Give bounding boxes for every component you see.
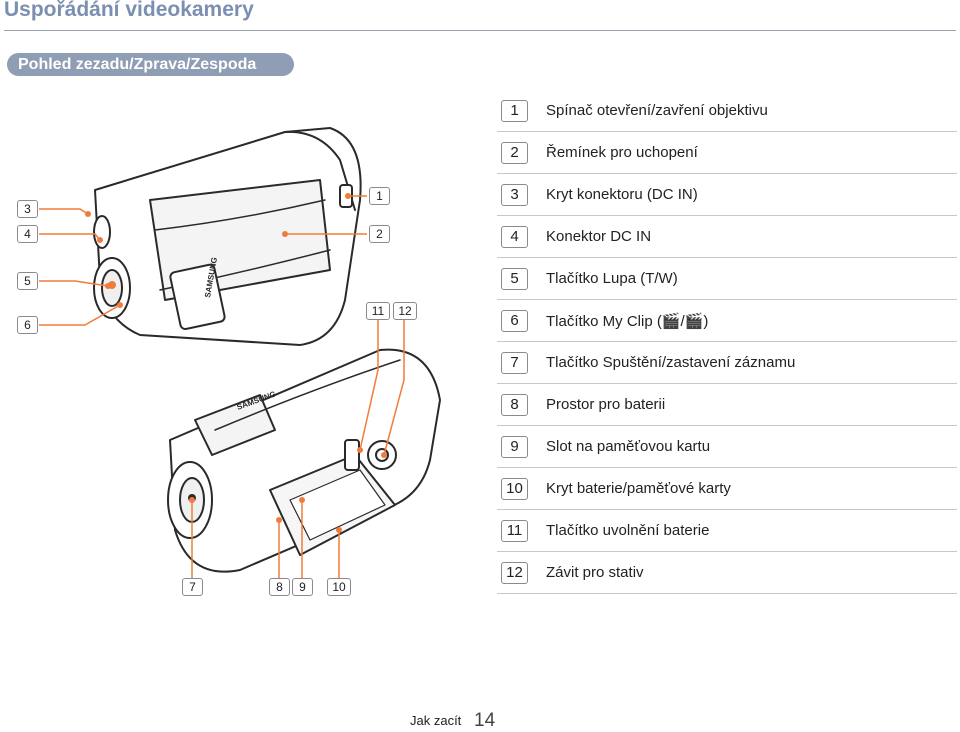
legend-number: 9: [501, 436, 528, 458]
legend-number: 3: [501, 184, 528, 206]
legend-label: Spínač otevření/zavření objektivu: [546, 102, 768, 119]
legend-label: Tlačítko uvolnění baterie: [546, 522, 710, 539]
callout-1: 1: [369, 187, 390, 205]
callout-2: 2: [369, 225, 390, 243]
legend-number: 1: [501, 100, 528, 122]
camcorder-side-view: SAMSUNG: [93, 127, 362, 346]
callout-7: 7: [182, 578, 203, 596]
callout-3: 3: [17, 200, 38, 218]
legend-number: 7: [501, 352, 528, 374]
legend-label: Řemínek pro uchopení: [546, 144, 698, 161]
legend-label: Závit pro stativ: [546, 564, 644, 581]
legend-label: Tlačítko Spuštění/zastavení záznamu: [546, 354, 796, 371]
legend-item: 6 Tlačítko My Clip (🎬/🎬): [497, 300, 957, 342]
parts-legend: 1 Spínač otevření/zavření objektivu 2 Ře…: [497, 90, 957, 594]
legend-item: 12 Závit pro stativ: [497, 552, 957, 594]
callout-8: 8: [269, 578, 290, 596]
legend-item: 11 Tlačítko uvolnění baterie: [497, 510, 957, 552]
legend-number: 11: [501, 520, 528, 542]
title-divider: [4, 30, 956, 31]
legend-label: Konektor DC IN: [546, 228, 652, 245]
legend-number: 10: [501, 478, 528, 500]
footer-section-name: Jak zacít: [410, 713, 462, 728]
leader-lines: [39, 193, 405, 579]
legend-item: 5 Tlačítko Lupa (T/W): [497, 258, 957, 300]
legend-item: 8 Prostor pro baterii: [497, 384, 957, 426]
section-subtitle: Pohled zezadu/Zprava/Zespoda: [7, 53, 294, 76]
callout-12: 12: [393, 302, 417, 320]
callout-6: 6: [17, 316, 38, 334]
callout-11: 11: [366, 302, 390, 320]
callout-5: 5: [17, 272, 38, 290]
legend-item: 2 Řemínek pro uchopení: [497, 132, 957, 174]
legend-item: 7 Tlačítko Spuštění/zastavení záznamu: [497, 342, 957, 384]
legend-label: Slot na paměťovou kartu: [546, 438, 711, 455]
legend-number: 8: [501, 394, 528, 416]
legend-item: 4 Konektor DC IN: [497, 216, 957, 258]
legend-number: 2: [501, 142, 528, 164]
camcorder-bottom-view: SAMSUNG: [167, 348, 441, 573]
page-title: Uspořádání videokamery: [4, 0, 254, 21]
legend-number: 4: [501, 226, 528, 248]
footer-page-number: 14: [474, 710, 496, 731]
legend-item: 10 Kryt baterie/paměťové karty: [497, 468, 957, 510]
legend-item: 3 Kryt konektoru (DC IN): [497, 174, 957, 216]
legend-label: Tlačítko Lupa (T/W): [546, 270, 678, 287]
legend-number: 5: [501, 268, 528, 290]
legend-number: 6: [501, 310, 528, 332]
legend-item: 9 Slot na paměťovou kartu: [497, 426, 957, 468]
legend-label: Tlačítko My Clip (🎬/🎬): [546, 313, 709, 330]
legend-item: 1 Spínač otevření/zavření objektivu: [497, 90, 957, 132]
callout-9: 9: [292, 578, 313, 596]
legend-label: Kryt baterie/paměťové karty: [546, 480, 731, 497]
legend-label: Prostor pro baterii: [546, 396, 666, 413]
callout-10: 10: [327, 578, 351, 596]
callout-4: 4: [17, 225, 38, 243]
legend-number: 12: [501, 562, 528, 584]
legend-label: Kryt konektoru (DC IN): [546, 186, 698, 203]
